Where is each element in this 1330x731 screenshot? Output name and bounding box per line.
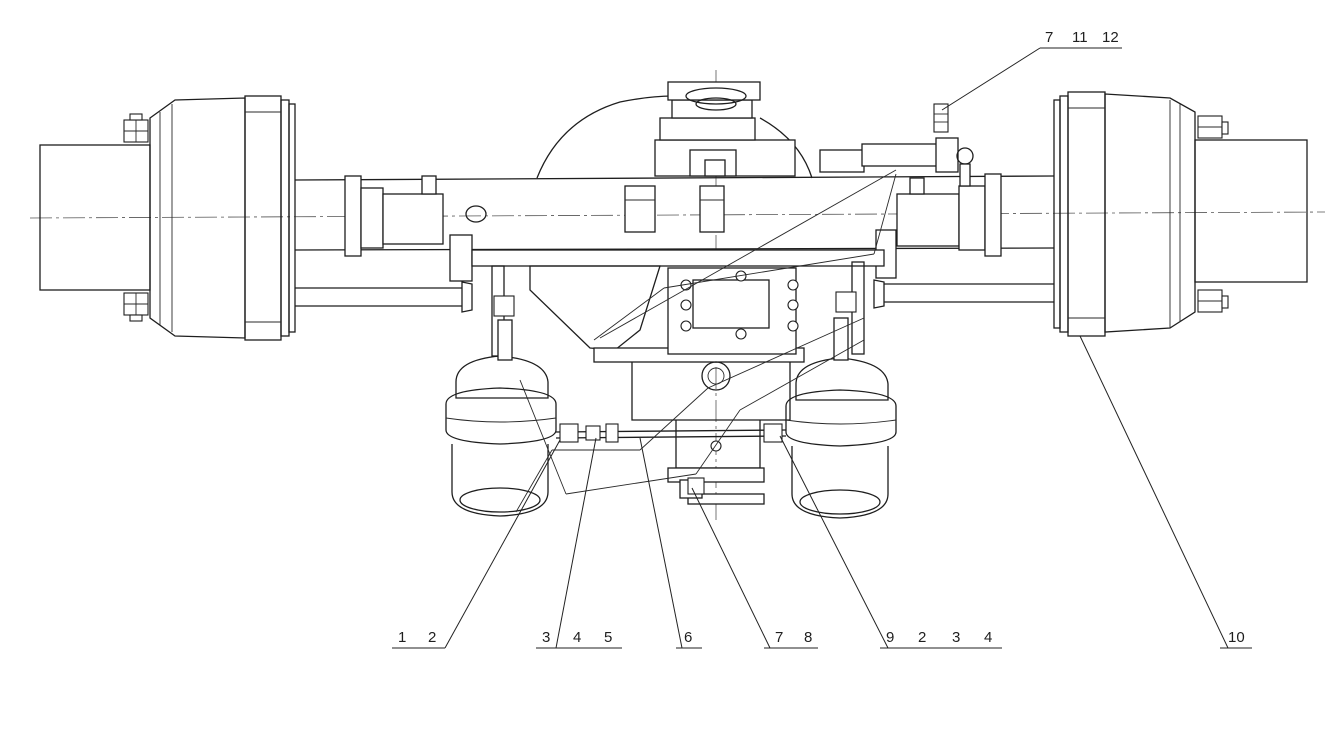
callout-10: 10 <box>1228 629 1245 646</box>
air-lines <box>555 423 787 495</box>
internal-leaders <box>515 169 897 513</box>
callout-7-top: 7 <box>1045 29 1053 46</box>
left-air-spring <box>445 295 557 517</box>
callout-2-right: 2 <box>918 629 926 646</box>
right-wheel-hub <box>1053 91 1308 337</box>
callout-8: 8 <box>804 629 812 646</box>
valve-assembly <box>819 103 974 187</box>
differential-housing <box>536 81 813 233</box>
lower-housing <box>471 249 885 505</box>
right-air-spring <box>785 291 897 519</box>
right-wheel-bolts <box>1197 115 1229 313</box>
callout-2-left: 2 <box>428 629 436 646</box>
callout-7-bottom: 7 <box>775 629 783 646</box>
callout-3-left: 3 <box>542 629 550 646</box>
callout-4-left: 4 <box>573 629 581 646</box>
callout-5: 5 <box>604 629 612 646</box>
callout-9: 9 <box>886 629 894 646</box>
left-wheel-bolts <box>123 113 149 322</box>
callout-labels: 7 11 12 1 2 3 4 5 6 7 8 9 2 3 4 10 <box>398 29 1245 646</box>
callout-6: 6 <box>684 629 692 646</box>
callout-12: 12 <box>1102 29 1119 46</box>
callout-leaders <box>392 47 1252 649</box>
lower-rods <box>295 279 1054 313</box>
callout-11: 11 <box>1072 29 1088 46</box>
callout-1: 1 <box>398 629 406 646</box>
callout-4-right: 4 <box>984 629 992 646</box>
axle-beam <box>294 173 1055 282</box>
callout-3-right: 3 <box>952 629 960 646</box>
left-wheel-hub <box>39 95 296 341</box>
